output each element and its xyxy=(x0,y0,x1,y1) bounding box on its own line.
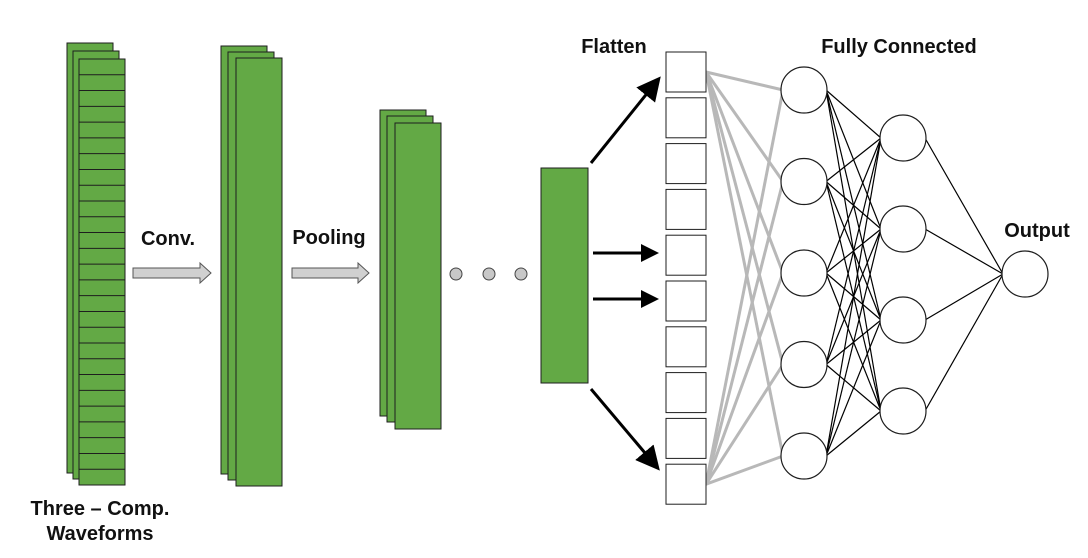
ellipsis-dot xyxy=(514,267,528,281)
hidden1-node xyxy=(780,249,828,297)
fully-connected-label: Fully Connected xyxy=(821,36,977,58)
hidden1-node xyxy=(780,66,828,114)
conv-map-front xyxy=(235,57,283,487)
input-label-line1: Three – Comp. xyxy=(31,498,170,520)
flatten-connection-line xyxy=(704,272,785,485)
flatten-unit xyxy=(665,372,707,414)
conv-feature-maps xyxy=(220,45,283,487)
flatten-unit xyxy=(665,188,707,230)
pooled-map-front xyxy=(394,122,442,430)
output-connection-line xyxy=(924,273,1004,412)
input-layer-front xyxy=(78,58,126,486)
flatten-label: Flatten xyxy=(581,36,647,58)
hidden1-node xyxy=(780,157,828,206)
flatten-unit xyxy=(665,326,707,368)
pooling-arrow-icon xyxy=(291,261,370,285)
flatten-arrow-top xyxy=(589,76,661,164)
output-label: Output xyxy=(1004,220,1070,242)
dense-connection-line xyxy=(825,137,882,457)
flatten-unit xyxy=(665,234,707,276)
hidden2-node xyxy=(879,296,927,344)
conv-arrow-icon xyxy=(132,261,212,285)
output-connection-line xyxy=(924,228,1004,275)
flatten-connection-line xyxy=(704,181,785,485)
hidden-layer-1 xyxy=(780,66,828,480)
output-connection-line xyxy=(924,137,1004,275)
input-row-lines xyxy=(79,74,125,470)
pooled-feature-maps xyxy=(379,109,442,430)
pooling-label: Pooling xyxy=(292,227,365,249)
flatten-unit xyxy=(665,97,707,139)
output-connection-line xyxy=(924,273,1004,321)
hidden1-node xyxy=(780,340,828,389)
dense-connections xyxy=(825,89,1004,457)
dense-connection-line xyxy=(825,319,882,457)
flatten-connection-line xyxy=(704,89,785,485)
flatten-arrow-bottom xyxy=(589,388,660,471)
dense-connection-line xyxy=(825,137,882,365)
output-layer xyxy=(1001,250,1049,298)
flatten-connection-line xyxy=(704,363,785,486)
dense-connection-line xyxy=(825,89,882,139)
flatten-connection-line xyxy=(705,70,784,92)
ellipsis-dot xyxy=(449,267,463,281)
hidden1-node xyxy=(780,432,828,480)
hidden-layer-2 xyxy=(879,114,927,435)
hidden2-node xyxy=(879,205,927,253)
flatten-connection-line xyxy=(704,71,785,457)
hidden2-node xyxy=(879,387,927,435)
dense-connection-line xyxy=(825,228,882,457)
flatten-unit xyxy=(665,280,707,322)
hidden2-node xyxy=(879,114,927,162)
dense-connection-line xyxy=(825,137,882,182)
conv-label: Conv. xyxy=(141,228,195,250)
input-waveform-stack xyxy=(66,42,126,486)
ellipsis-dot xyxy=(482,267,496,281)
final-feature-map xyxy=(540,167,589,384)
input-label-line2: Waveforms xyxy=(46,523,153,545)
ellipsis-dots xyxy=(449,267,528,281)
output-node xyxy=(1001,250,1049,298)
flatten-unit xyxy=(665,417,707,459)
dense-connection-line xyxy=(825,410,882,457)
dense-connection-line xyxy=(825,137,882,274)
flatten-connection-line xyxy=(704,71,785,365)
flatten-connection-line xyxy=(704,71,785,274)
flatten-unit xyxy=(665,143,707,185)
flatten-arrows xyxy=(589,76,661,471)
flatten-unit xyxy=(665,51,707,93)
flatten-unit xyxy=(665,463,707,505)
flatten-to-hidden1-connections xyxy=(704,70,785,486)
flatten-connection-line xyxy=(705,454,784,486)
flatten-units xyxy=(665,51,707,505)
